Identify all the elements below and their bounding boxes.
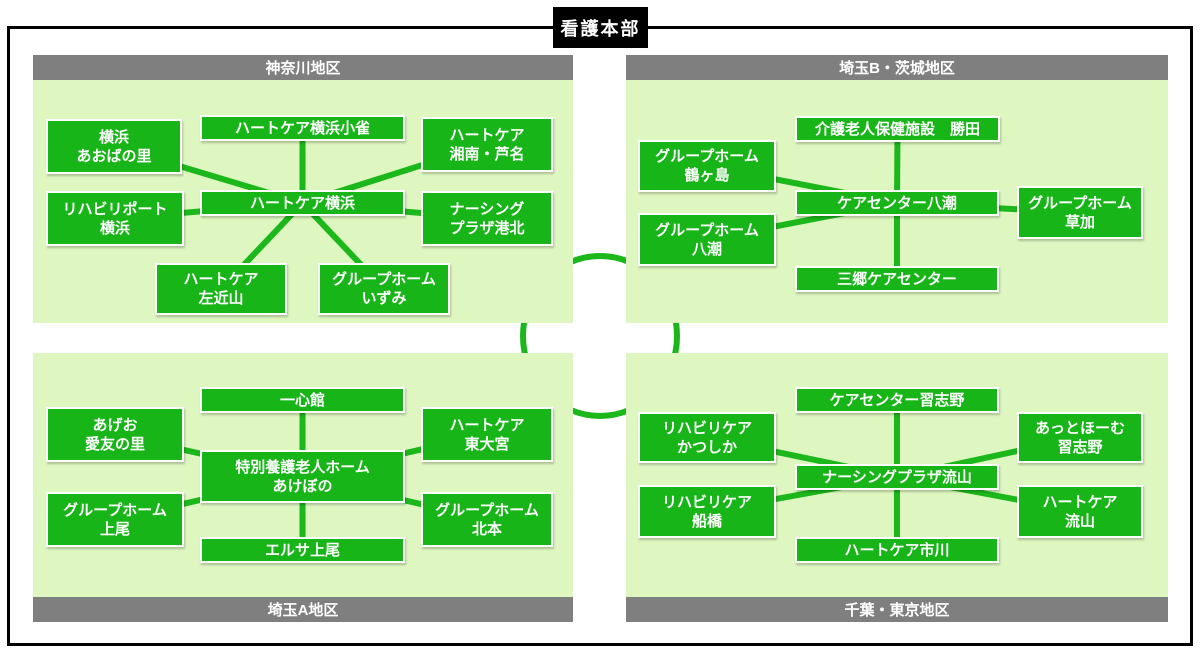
org-node-misato-carecenter: 三郷ケアセンター	[795, 266, 999, 292]
org-node-heartcare-nagareyama: ハートケア 流山	[1017, 485, 1143, 538]
panel-label-saitama-b-ibaraki: 埼玉B・茨城地区	[839, 60, 955, 77]
org-node-grouphome-kitamoto: グループホーム 北本	[421, 492, 553, 547]
org-node-ageo-aiyu-no-sato: あげお 愛友の里	[46, 407, 184, 462]
headquarters-box: 看護本部	[553, 7, 648, 48]
org-node-yokohama-aoba-no-sato: 横浜 あおばの里	[46, 119, 182, 174]
panel-label-kanagawa: 神奈川地区	[265, 60, 341, 77]
org-node-rehabiliport-yokohama: リハビリポート 横浜	[46, 191, 184, 246]
panel-bar-saitama-b-ibaraki: 埼玉B・茨城地区	[626, 55, 1168, 80]
org-node-kaigo-rojin-hoken-shisetsu-katsuta: 介護老人保健施設 勝田	[795, 116, 1000, 142]
org-node-at-home-narashino: あっとほーむ 習志野	[1017, 412, 1143, 463]
org-node-rehabilicare-katsushika: リハビリケア かつしか	[638, 412, 776, 463]
org-node-elsa-ageo: エルサ上尾	[200, 537, 405, 563]
org-node-grouphome-tsurugashima: グループホーム 鶴ヶ島	[638, 140, 776, 192]
panel-label-chiba-tokyo: 千葉・東京地区	[844, 602, 950, 619]
org-node-heartcare-yokohama-kosuzume: ハートケア横浜小雀	[200, 115, 405, 141]
org-node-grouphome-yashio: グループホーム 八潮	[638, 213, 776, 266]
org-node-grouphome-ageo: グループホーム 上尾	[46, 492, 184, 547]
panel-bar-chiba-tokyo: 千葉・東京地区	[626, 597, 1168, 622]
org-node-grouphome-soka: グループホーム 草加	[1017, 186, 1143, 239]
org-node-isshinkan: 一心館	[200, 387, 405, 413]
org-node-nursing-plaza-nagareyama: ナーシングプラザ流山	[795, 464, 999, 490]
org-node-heartcare-ichikawa: ハートケア市川	[795, 537, 999, 563]
org-node-carecenter-yashio: ケアセンター八潮	[795, 190, 999, 216]
org-node-carecenter-narashino: ケアセンター習志野	[795, 387, 999, 413]
org-node-tokuyo-akebono: 特別養護老人ホーム あけぼの	[200, 450, 405, 503]
org-node-heartcare-yokohama: ハートケア横浜	[200, 190, 405, 216]
headquarters-label: 看護本部	[560, 18, 641, 39]
org-node-heartcare-higashi-omiya: ハートケア 東大宮	[421, 407, 553, 462]
panel-bar-saitama-a: 埼玉A地区	[33, 597, 573, 622]
org-node-grouphome-izumi: グループホーム いずみ	[318, 263, 450, 315]
org-node-rehabilicare-funabashi: リハビリケア 船橋	[638, 485, 776, 538]
panel-label-saitama-a: 埼玉A地区	[267, 602, 339, 619]
panel-bar-kanagawa: 神奈川地区	[33, 55, 573, 80]
org-node-heartcare-shonan-ashina: ハートケア 湘南・芦名	[421, 117, 553, 172]
org-node-nursing-plaza-kohoku: ナーシング プラザ港北	[421, 191, 553, 246]
org-node-heartcare-sakonyama: ハートケア 左近山	[155, 263, 287, 315]
